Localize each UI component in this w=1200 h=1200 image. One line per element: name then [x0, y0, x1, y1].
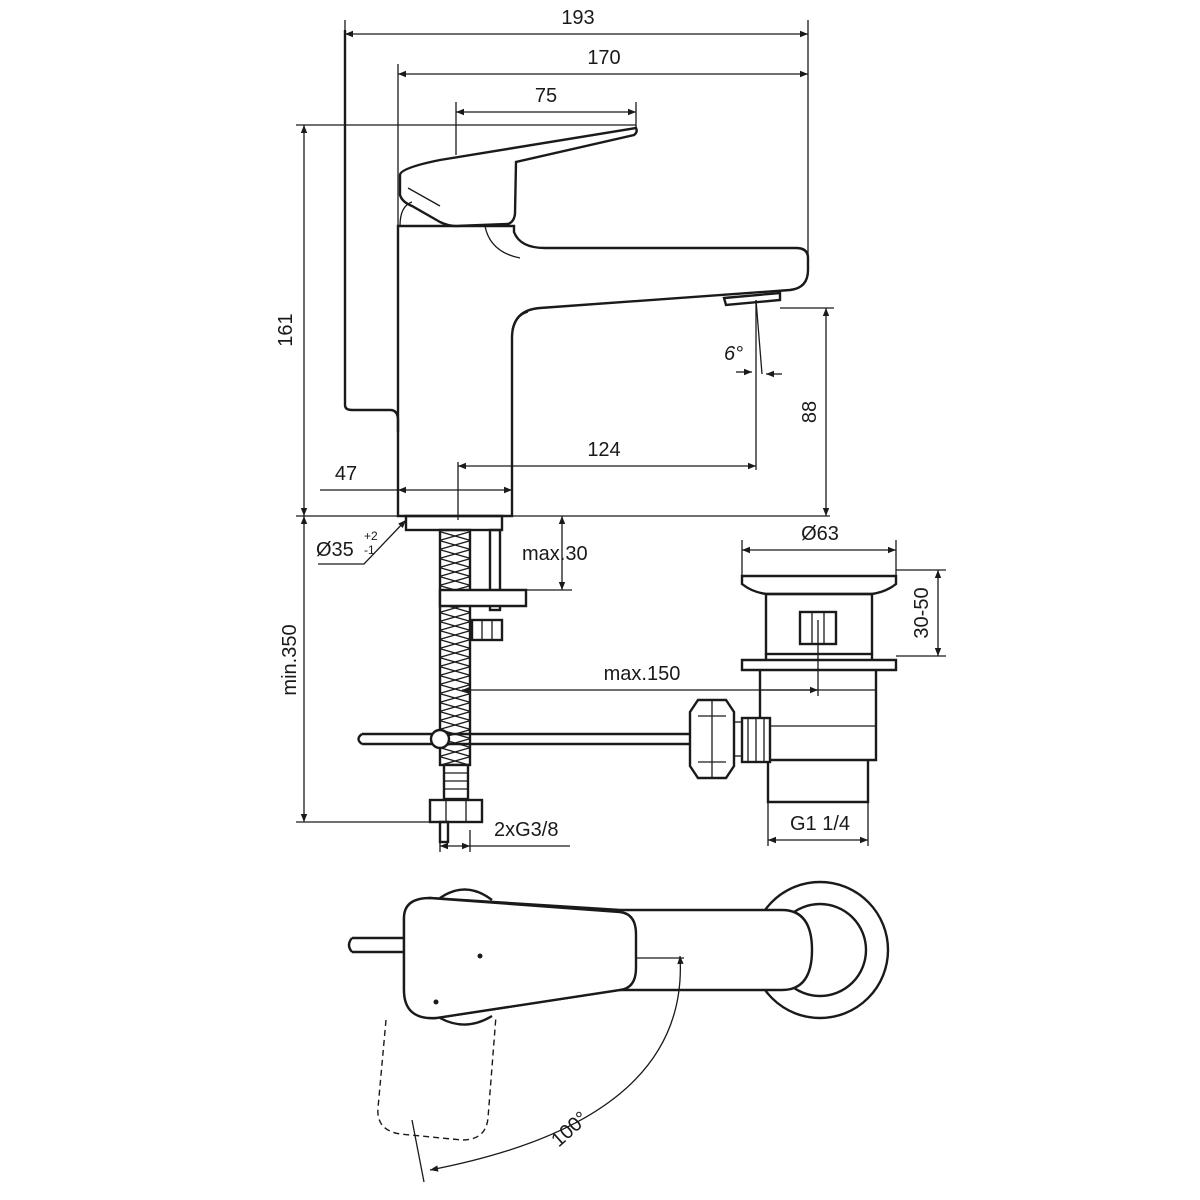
label-2xg38: 2xG3/8 — [494, 819, 558, 841]
underdeck-assembly — [357, 528, 690, 844]
label-tolerance-minus: -1 — [364, 543, 375, 557]
label-tolerance-plus: +2 — [364, 529, 378, 543]
label-88: 88 — [799, 401, 821, 423]
braid-strand — [440, 639, 470, 649]
base-arc-top — [439, 888, 493, 901]
braid-strand — [440, 666, 470, 676]
braid-strand — [440, 612, 470, 622]
rod-clamp — [429, 728, 451, 750]
braid-strand — [440, 567, 470, 577]
label-max-150: max.150 — [604, 663, 681, 685]
aerator — [722, 291, 782, 307]
dimension-lines — [296, 20, 946, 852]
label-170: 170 — [587, 47, 620, 69]
pull-rod — [357, 732, 690, 746]
braid-strand — [440, 558, 470, 568]
braid-strand — [440, 720, 470, 730]
pop-up-rod — [343, 30, 400, 432]
faucet-body — [396, 224, 810, 518]
faucet-side-view — [343, 30, 830, 532]
braid-strand — [440, 675, 470, 685]
hose-ferrule — [442, 763, 470, 801]
lever-rotated-ghost — [377, 1015, 497, 1141]
label-diameter-63: Ø63 — [801, 523, 839, 545]
label-max-30: max.30 — [522, 543, 588, 565]
threaded-stud — [488, 528, 502, 612]
label-75: 75 — [535, 85, 557, 107]
label-min-350: min.350 — [279, 624, 301, 695]
faucet-top-view — [347, 880, 890, 1183]
braid-strand — [440, 549, 470, 559]
lever-joint — [399, 201, 413, 227]
dimension-labels: 193 170 75 161 88 6° 124 47 Ø35 +2 -1 ma… — [275, 7, 933, 1152]
braid-strand — [440, 756, 470, 766]
hose-braid — [440, 531, 470, 766]
braid-strand — [440, 576, 470, 586]
pop-up-knob — [347, 936, 404, 954]
lever-edge — [407, 187, 441, 207]
base-flange — [404, 514, 504, 532]
braid-strand — [440, 540, 470, 550]
spout-curve — [484, 225, 521, 259]
label-g114: G1 1/4 — [790, 813, 850, 835]
braid-strand — [440, 747, 470, 757]
braid-strand — [440, 684, 470, 694]
label-6-degree: 6° — [724, 343, 743, 365]
braid-strand — [440, 711, 470, 721]
braid-strand — [440, 630, 470, 640]
rotation-arc — [429, 955, 684, 1172]
hose-nut — [428, 798, 484, 824]
braid-strand — [440, 657, 470, 667]
label-30-50: 30-50 — [911, 587, 933, 638]
dim-leader-35 — [318, 519, 407, 565]
braid-strand — [440, 693, 470, 703]
waste-cap — [740, 574, 898, 596]
hose-tail — [438, 820, 450, 844]
label-124: 124 — [587, 439, 620, 461]
waste-body-lower — [758, 670, 878, 804]
braid-strand — [440, 621, 470, 631]
spout-lower-curve — [511, 311, 529, 331]
waste-flange — [740, 658, 898, 672]
label-diameter-35: Ø35 — [316, 539, 354, 561]
fixing-nut — [470, 618, 504, 642]
waste-body-upper — [764, 592, 874, 656]
label-193: 193 — [561, 7, 594, 29]
braid-strand — [440, 531, 470, 541]
label-100-degree: 100° — [547, 1108, 592, 1152]
lever-handle — [398, 126, 638, 228]
fixing-bracket — [438, 588, 528, 608]
label-161: 161 — [275, 313, 297, 346]
braid-strand — [440, 648, 470, 658]
label-47: 47 — [335, 463, 357, 485]
lever-mark — [477, 953, 483, 959]
lever-top — [402, 896, 638, 1020]
pop-up-waste — [688, 574, 898, 804]
braid-strand — [440, 702, 470, 712]
